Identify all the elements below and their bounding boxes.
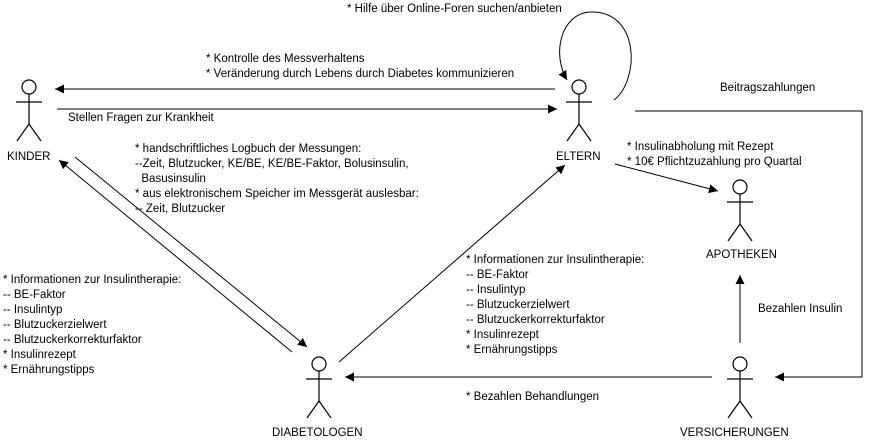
actor-eltern-figure [566,79,592,142]
actor-versicherungen-figure [727,356,753,419]
actor-kinder-figure [16,79,42,142]
label-eltern-to-apotheken: * Insulinabholung mit Rezept * 10€ Pflich… [627,140,802,170]
actor-apotheken-figure [727,179,753,242]
label-line: Basusinsulin [135,173,206,185]
label-line: -- Blutzuckerkorrekturfaktor [3,334,142,346]
label-kinder-to-eltern: Stellen Fragen zur Krankheit [68,111,214,126]
label-line: * handschriftliches Logbuch der Messunge… [135,143,362,155]
label-line: * Veränderung durch Lebens durch Diabete… [206,68,515,80]
label-line: * Insulinrezept [466,329,539,341]
label-line: -- BE-Faktor [466,269,529,281]
label-line: * 10€ Pflichtzuzahlung pro Quartal [627,156,802,168]
label-line: -- Insulintyp [3,304,63,316]
label-eltern-self: * Hilfe über Online-Foren suchen/anbiete… [347,2,562,17]
label-kinder-to-diabetologen: * handschriftliches Logbuch der Messunge… [135,142,419,217]
label-line: * Informationen zur Insulintherapie: [466,254,645,266]
label-line: -- BE-Faktor [3,289,66,301]
actor-versicherungen-label: VERSICHERUNGEN [680,427,789,439]
actor-diabetologen-label: DIABETOLOGEN [272,427,363,439]
label-eltern-to-versicherungen: Beitragszahlungen [720,81,815,96]
label-line: * Insulinabholung mit Rezept [627,141,774,153]
label-line: * Ernährungstipps [466,344,558,356]
edge-diabetologen-to-eltern [338,164,566,363]
label-line: Bezahlen Insulin [758,303,843,315]
label-diabetologen-to-kinder: * Informationen zur Insulintherapie: -- B… [3,273,181,378]
label-line: * Hilfe über Online-Foren suchen/anbiete… [347,3,562,15]
label-line: Beitragszahlungen [720,82,816,94]
edge-kinder-to-diabetologen [74,156,308,348]
edge-eltern-to-versicherungen [635,110,863,382]
actor-apotheken-label: APOTHEKEN [706,249,777,261]
label-line: * Bezahlen Behandlungen [466,391,600,403]
actor-eltern-label: ELTERN [556,151,601,163]
label-versicherungen-to-diabetologen: * Bezahlen Behandlungen [466,390,599,405]
label-versicherungen-to-apotheken: Bezahlen Insulin [758,302,842,317]
label-line: -- Zeit, Blutzucker [135,203,226,215]
label-line: -- Blutzuckerzielwert [466,299,570,311]
label-line: * Insulinrezept [3,349,76,361]
label-line: Stellen Fragen zur Krankheit [68,112,214,124]
label-eltern-to-kinder: * Kontrolle des Messverhaltens * Veränder… [206,52,514,82]
edge-diabetologen-to-kinder [58,159,293,353]
label-line: * Informationen zur Insulintherapie: [3,274,182,286]
edge-eltern-self [558,11,632,101]
actor-diabetologen-figure [306,356,332,419]
label-line: -- Blutzuckerkorrekturfaktor [466,314,605,326]
label-line: * Kontrolle des Messverhaltens [206,53,365,65]
label-line: -- Insulintyp [466,284,526,296]
label-line: -- Blutzuckerzielwert [3,319,107,331]
edge-eltern-to-apotheken [614,163,719,194]
label-line: * aus elektronischem Speicher im Messger… [135,188,419,200]
actor-kinder-label: KINDER [7,151,51,163]
label-line: --Zeit, Blutzucker, KE/BE, KE/BE-Faktor,… [135,158,409,170]
label-diabetologen-to-eltern: * Informationen zur Insulintherapie: -- B… [466,253,644,358]
label-line: * Ernährungstipps [3,364,95,376]
